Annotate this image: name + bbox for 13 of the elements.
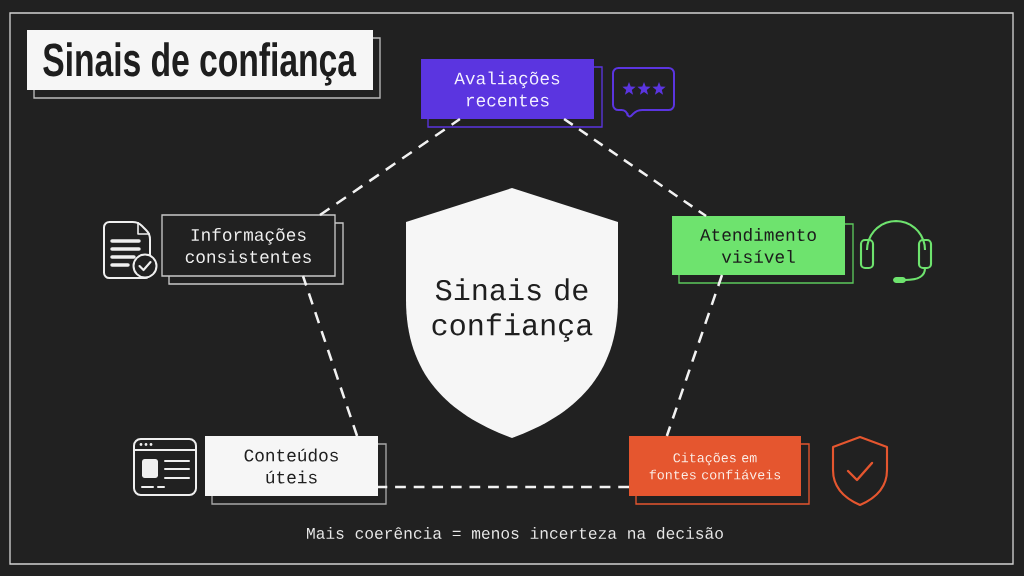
label-box: Informações consistentes bbox=[161, 214, 344, 285]
label-box: Avaliações recentes bbox=[421, 59, 603, 128]
caption: Mais coerência = menos incerteza na decisão bbox=[307, 527, 723, 539]
dashed-line bbox=[563, 117, 707, 218]
dashed-line bbox=[319, 117, 461, 217]
label-box: Atendimento visível bbox=[672, 216, 854, 284]
shield: Sinais de confiança bbox=[406, 188, 618, 438]
title-box: Sinais de confiança bbox=[27, 30, 381, 99]
label-box: Citações em fontes confiáveis bbox=[629, 436, 810, 505]
dashed-line bbox=[301, 275, 359, 437]
dashed-line bbox=[665, 274, 724, 437]
dashed-line bbox=[378, 485, 629, 489]
label-box: Conteúdos úteis bbox=[205, 436, 387, 505]
